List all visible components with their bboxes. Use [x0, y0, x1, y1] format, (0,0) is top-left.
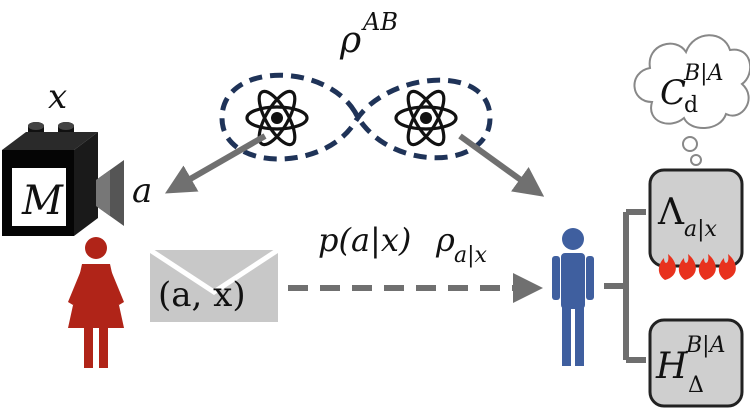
flame-icon	[658, 254, 736, 280]
cloud-label-base: C	[660, 73, 686, 113]
state-label-sup: AB	[361, 8, 398, 36]
arrow-to-alice	[164, 133, 267, 194]
transmission-rho-sub: a|x	[454, 243, 488, 268]
atom-icon	[394, 89, 458, 147]
cloud-label-sub: d	[684, 93, 698, 118]
lambda-box	[648, 168, 744, 268]
atom-icon	[245, 89, 309, 147]
state-label: ρ AB	[339, 8, 398, 61]
message-text: (a, x)	[158, 275, 246, 315]
entropy-label-sup: B|A	[685, 333, 725, 358]
entropy-label: H B|A Δ	[655, 333, 725, 398]
state-label-base: ρ	[339, 20, 361, 61]
arrow-to-bob	[458, 133, 545, 197]
bob-figure	[552, 228, 594, 366]
message-envelope	[148, 247, 280, 322]
device-box-label: M	[21, 178, 64, 224]
device-input-label: x	[48, 77, 67, 117]
bob-options-bracket	[604, 209, 646, 363]
measurement-device	[2, 122, 124, 236]
entanglement-ring	[219, 72, 493, 162]
transmission-label: p(a|x) ρ a|x	[318, 221, 488, 268]
device-output-label: a	[132, 171, 152, 211]
lambda-label-sub: a|x	[684, 217, 718, 242]
entropy-label-sub: Δ	[688, 373, 704, 398]
entropy-box	[648, 318, 744, 408]
transmission-rho: ρ	[435, 221, 455, 259]
thought-cloud	[633, 34, 750, 166]
cloud-label-sup: B|A	[683, 61, 723, 86]
lambda-label: Λ a|x	[657, 192, 718, 242]
transmission-p-part: p(a|x)	[318, 221, 411, 259]
alice-figure	[68, 237, 124, 368]
lambda-label-base: Λ	[657, 192, 685, 233]
cloud-label: C B|A d	[660, 61, 723, 118]
entropy-label-base: H	[655, 346, 688, 387]
